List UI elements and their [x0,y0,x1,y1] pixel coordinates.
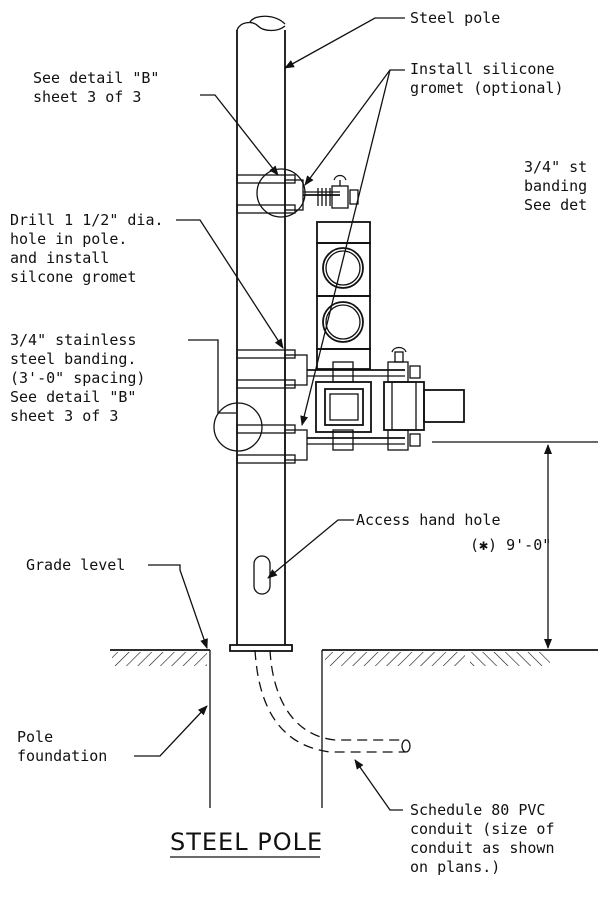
label-pole-foundation-1: Pole [17,728,53,746]
label-band-left-2: steel banding. [10,350,136,368]
label-band-left-4: See detail "B" [10,388,136,406]
label-steel-pole: Steel pole [410,9,500,27]
label-banding-right-3: See det [524,196,587,214]
height-dimension [432,441,598,649]
label-drill-1: Drill 1 1/2" dia. [10,211,164,229]
banding-straps [236,174,296,464]
label-band-left-3: (3'-0" spacing) [10,369,145,387]
label-conduit-2: conduit (size of [410,820,555,838]
label-install-silicone: Install silicone [410,60,555,78]
controller-housing [307,346,465,451]
detail-circle-bottom [213,402,263,452]
label-grade-level: Grade level [26,556,125,574]
label-detail-b-top: See detail "B" [33,69,159,87]
label-band-left-5: sheet 3 of 3 [10,407,118,425]
label-banding-right-2: banding [524,177,587,195]
conduit [254,649,411,753]
detail-circle-top [256,168,306,218]
label-access-hand-hole: Access hand hole [356,511,501,529]
label-banding-right-1: 3/4" st [524,158,587,176]
label-install-silicone-gromet: gromet (optional) [410,79,564,97]
label-pole-foundation-2: foundation [17,747,107,765]
label-dimension: (✱) 9'-0" [470,536,551,554]
grade-hatch [110,649,598,666]
label-drill-2: hole in pole. [10,230,127,248]
label-drill-4: silcone gromet [10,268,136,286]
label-drill-3: and install [10,249,109,267]
label-conduit-4: on plans.) [410,858,500,876]
pole-foundation [209,650,323,808]
drawing-title: STEEL POLE [170,828,323,856]
label-conduit-1: Schedule 80 PVC [410,801,545,819]
leader-lines [134,17,405,811]
label-detail-b-top-sheet: sheet 3 of 3 [33,88,141,106]
steel-pole [229,15,293,652]
mounting-brackets [284,174,359,461]
signal-head [316,221,371,370]
label-band-left-1: 3/4" stainless [10,331,136,349]
label-conduit-3: conduit as shown [410,839,555,857]
